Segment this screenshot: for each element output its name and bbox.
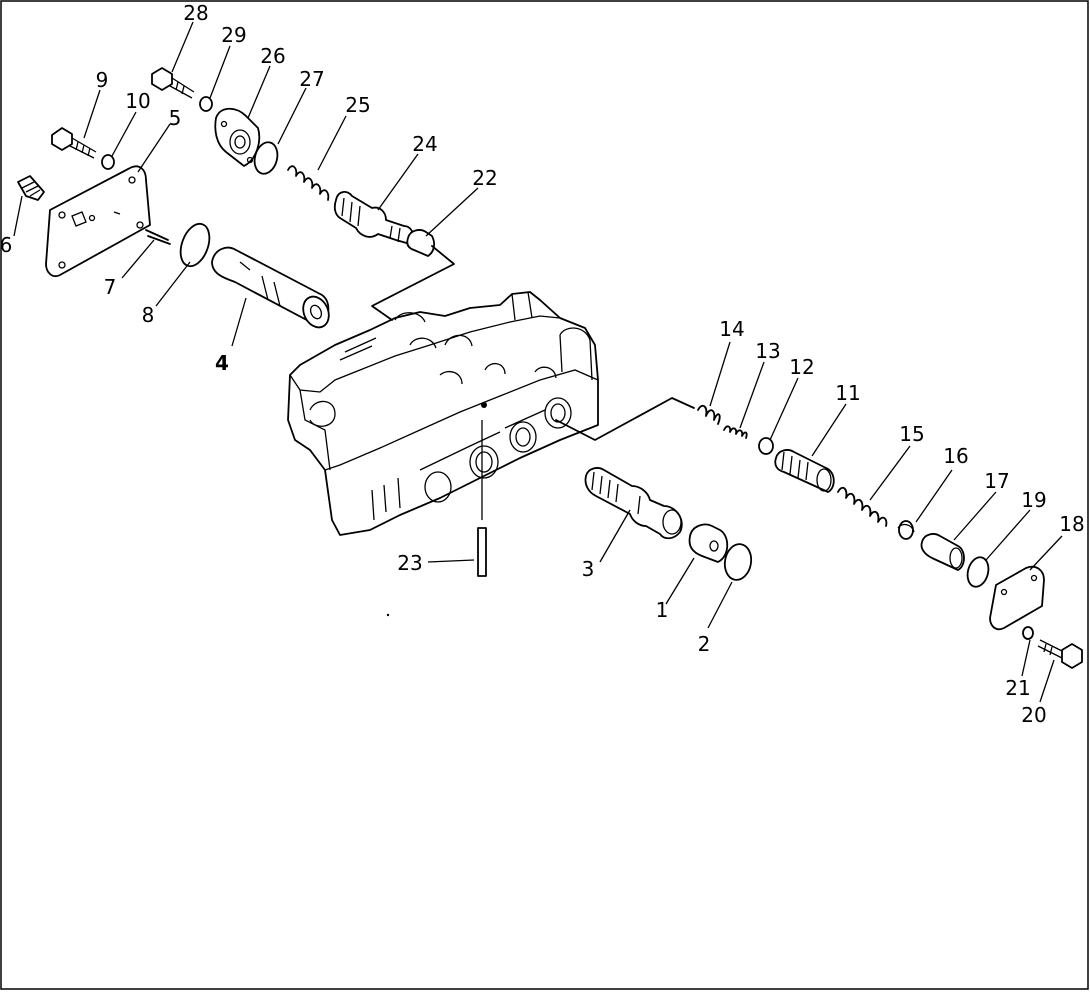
callout-22: 22 [472,166,497,190]
callout-6: 6 [0,233,12,257]
part-19-o-ring [966,556,990,588]
part-10-washer [101,154,115,170]
part-17-plug [920,533,965,571]
part-14-spring [697,404,721,425]
callout-7: 7 [104,275,117,299]
callout-4: 4 [215,351,229,375]
part-20-bolt [1037,639,1083,669]
callout-12: 12 [789,355,814,379]
callout-10: 10 [125,89,150,113]
callout-27: 27 [299,67,324,91]
part-26-flange [214,107,261,167]
callout-3: 3 [582,557,595,581]
callout-2: 2 [698,632,711,656]
callout-5: 5 [169,106,182,130]
part-12-seat [758,437,774,455]
callout-16: 16 [943,444,968,468]
callout-11: 11 [835,381,860,405]
part-22-plug [406,229,435,257]
callout-19: 19 [1021,488,1046,512]
callout-17: 17 [984,469,1009,493]
stray-dot [386,613,390,617]
callout-20: 20 [1021,703,1046,727]
callout-15: 15 [899,422,924,446]
part-7-pin [113,211,171,245]
part-8-o-ring [179,222,211,268]
part-9-bolt [51,127,97,159]
part-15-spring [837,486,888,527]
part-11-piston [774,449,835,493]
guideline-right [555,397,695,441]
part-1-cap [688,523,729,563]
callout-18: 18 [1059,512,1084,536]
part-2-o-ring [723,543,753,581]
callout-1: 1 [656,598,669,622]
part-16-stopper [897,520,915,540]
part-3-spool [584,467,683,540]
part-6-fitting [17,175,45,201]
part-21-washer [1022,626,1034,640]
part-4-sleeve [211,246,330,329]
part-5-cover-plate [45,165,151,277]
callout-8: 8 [142,303,155,327]
callout-25: 25 [345,93,370,117]
callout-23: 23 [397,551,422,575]
callout-14: 14 [719,317,744,341]
part-25-spring [287,165,330,201]
callout-labels: 28 29 26 27 25 24 22 9 10 5 6 7 8 4 14 1… [0,1,1085,727]
part-13-spring [723,425,748,439]
callout-28: 28 [183,1,208,25]
callout-29: 29 [221,23,246,47]
valve-body [287,291,599,536]
part-24-spool [333,191,414,245]
callout-13: 13 [755,339,780,363]
part-23-pin [477,420,487,577]
part-28-bolt [151,67,195,99]
leader-lines [13,21,1063,703]
callout-26: 26 [260,44,285,68]
callout-21: 21 [1005,676,1030,700]
callout-24: 24 [412,132,437,156]
part-29-washer [199,96,213,112]
callout-9: 9 [96,68,109,92]
part-18-cover [989,565,1045,631]
guideline-upper [371,245,455,321]
part-27-o-ring [253,141,279,175]
